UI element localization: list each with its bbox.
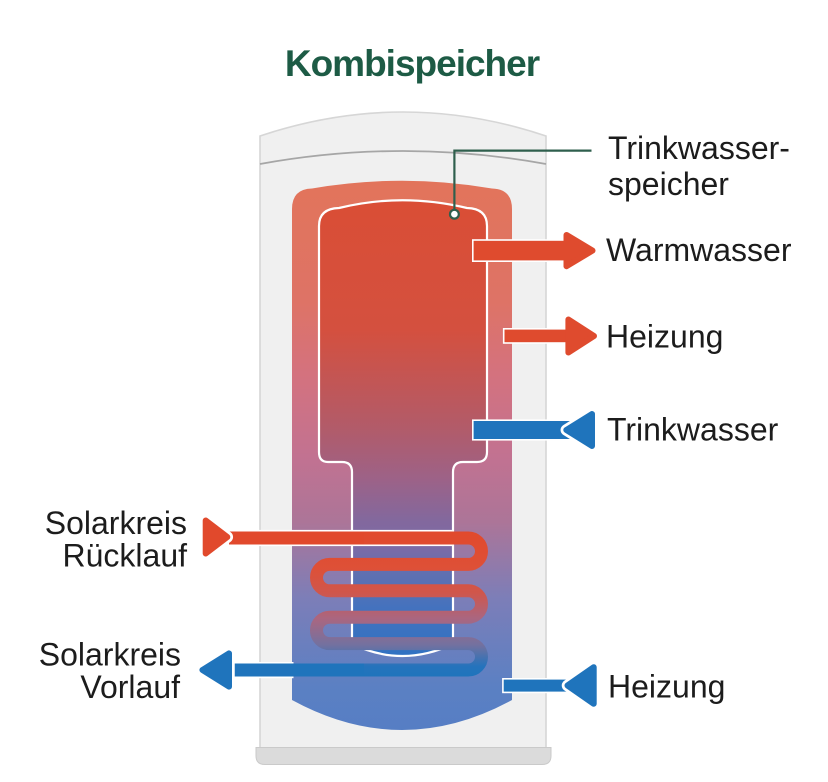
svg-text:Trinkwasser-: Trinkwasser- [608,130,790,166]
svg-text:Vorlauf: Vorlauf [80,669,180,705]
svg-text:Heizung: Heizung [608,669,725,705]
svg-text:speicher: speicher [608,166,729,202]
svg-text:Warmwasser: Warmwasser [606,232,792,268]
svg-text:Kombispeicher: Kombispeicher [285,43,540,84]
svg-text:Rücklauf: Rücklauf [63,538,188,574]
svg-text:Trinkwasser: Trinkwasser [607,412,779,448]
svg-text:Solarkreis: Solarkreis [39,637,181,673]
svg-text:Heizung: Heizung [606,319,723,355]
svg-text:Solarkreis: Solarkreis [45,505,187,541]
